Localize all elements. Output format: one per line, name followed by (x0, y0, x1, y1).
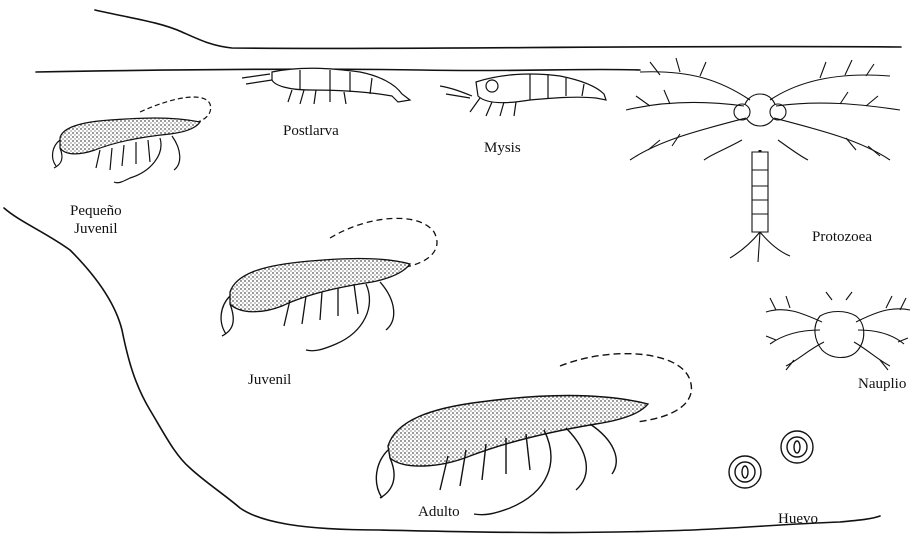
label-protozoea: Protozoea (812, 228, 872, 246)
label-juvenil: Juvenil (248, 371, 291, 389)
juvenile-shrimp (221, 218, 437, 350)
egg-left (729, 456, 761, 488)
nauplius-larva (766, 292, 910, 370)
label-adulto: Adulto (418, 503, 460, 521)
label-pequeno-line1: Pequeño (70, 202, 122, 220)
label-postlarva: Postlarva (283, 122, 339, 140)
small-juvenile-shrimp (53, 97, 211, 183)
label-nauplio: Nauplio (858, 375, 906, 393)
adult-shrimp (376, 354, 691, 515)
label-pequeno-juvenil: Pequeño Juvenil (70, 202, 122, 238)
top-shoreline (95, 10, 901, 48)
mysis-larva (440, 74, 606, 116)
label-pequeno-line2: Juvenil (70, 220, 122, 238)
postlarva-shrimp (242, 68, 410, 104)
eggs (729, 431, 813, 488)
label-mysis: Mysis (484, 139, 521, 157)
label-huevo: Huevo (778, 510, 818, 528)
egg-right (781, 431, 813, 463)
